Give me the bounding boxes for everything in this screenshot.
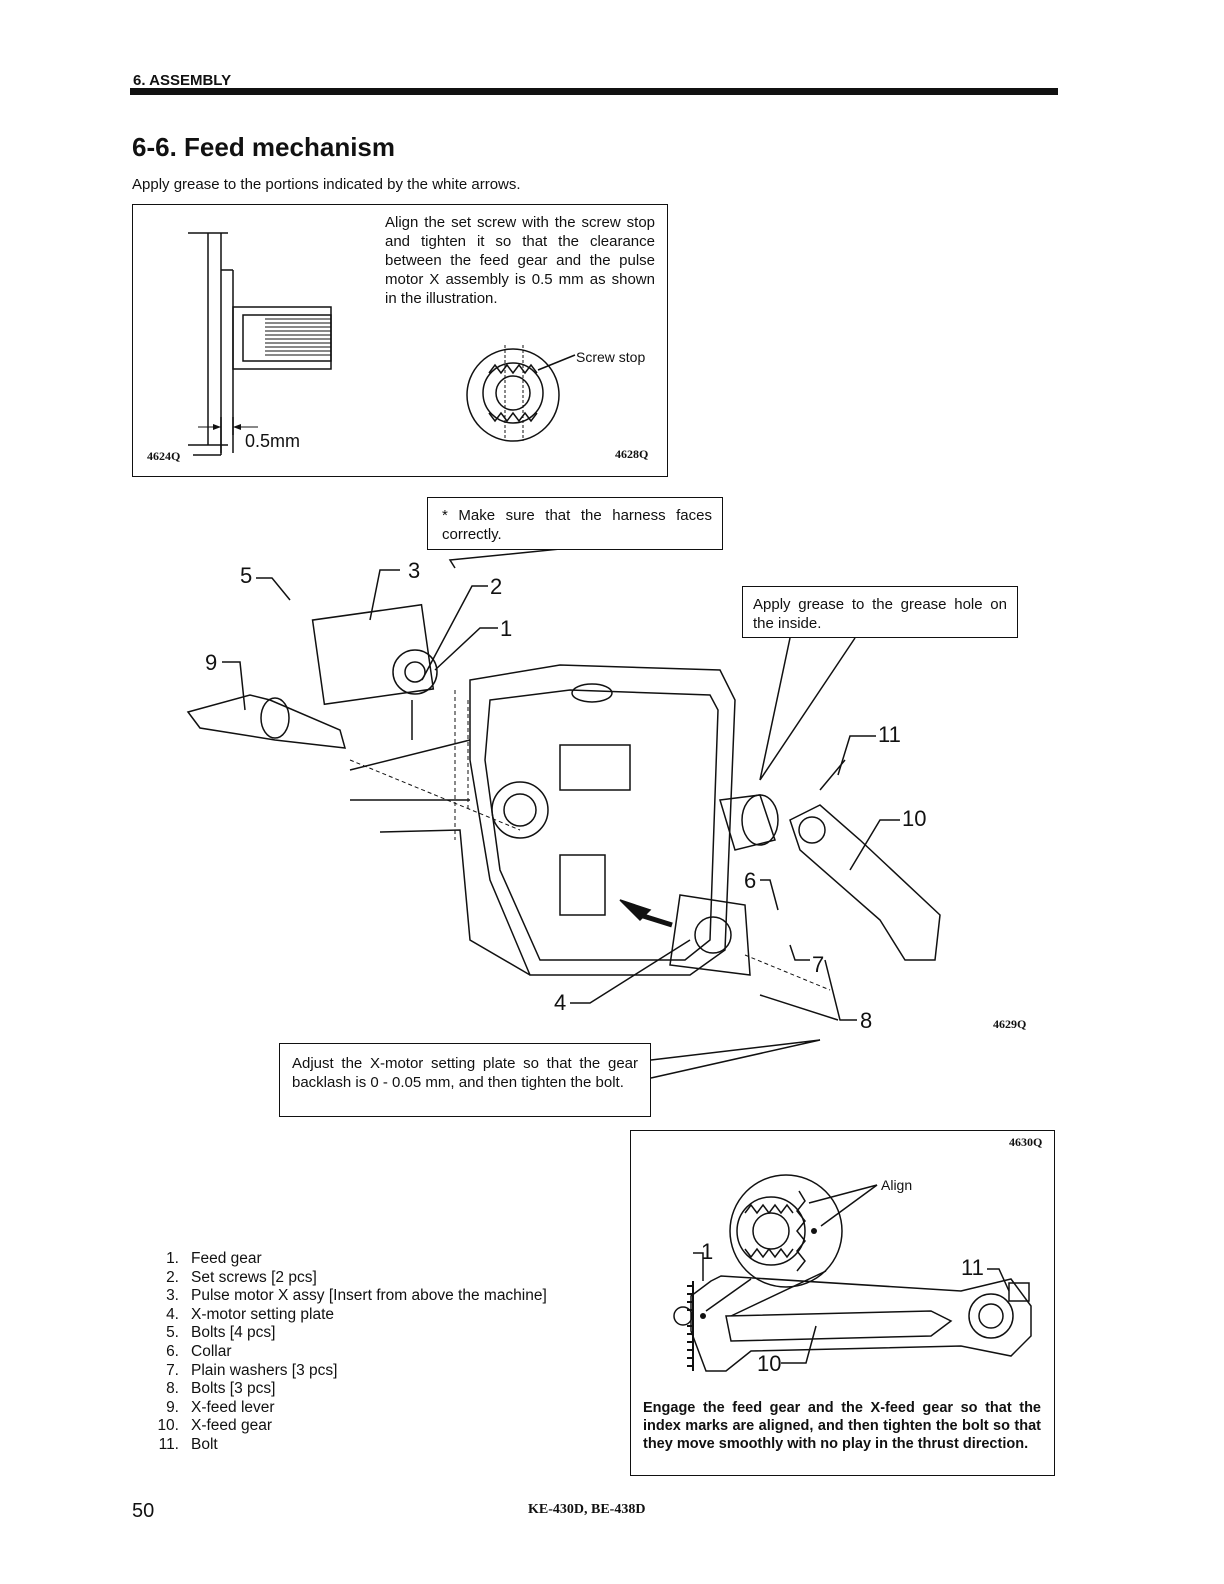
gear-engagement-illustration [673, 1174, 1032, 1372]
list-item: 1.Feed gear [166, 1250, 262, 1267]
main-figure-code: 4629Q [993, 1017, 1027, 1031]
callout-1: 1 [500, 616, 513, 641]
list-item: 8.Bolts [3 pcs] [166, 1380, 276, 1398]
list-item: 10.X-feed gear [157, 1417, 272, 1435]
top-figure-box: Align the set screw with the screw stop … [132, 204, 668, 477]
callout-11: 11 [878, 722, 901, 747]
header-rule [130, 88, 1058, 95]
dimension-label: 0.5mm [245, 431, 301, 451]
intro-text: Apply grease to the portions indicated b… [132, 176, 521, 193]
list-item: 9.X-feed lever [166, 1398, 275, 1416]
callout-10: 10 [902, 806, 927, 831]
list-item: 5.Bolts [4 pcs] [166, 1324, 276, 1342]
page-number: 50 [132, 1500, 155, 1522]
callout-8: 8 [860, 1008, 873, 1033]
left-figure-code: 4624Q [147, 449, 181, 463]
callout-7: 7 [812, 952, 825, 977]
screw-stop-label: Screw stop [576, 349, 646, 365]
align-label: Align [881, 1177, 913, 1193]
callout-5: 5 [240, 563, 253, 588]
bottom-callout-10: 10 [757, 1351, 782, 1376]
right-figure-code: 4628Q [615, 447, 649, 461]
bottom-callout-1: 1 [701, 1239, 714, 1264]
list-item: 11.Bolt [158, 1435, 218, 1453]
parts-list: 1.Feed gear 2.Set screws [2 pcs] 3.Pulse… [145, 1250, 547, 1455]
list-item: 7.Plain washers [3 pcs] [166, 1361, 338, 1379]
gear-engagement-instruction: Engage the feed gear and the X-feed gear… [643, 1400, 1041, 1452]
callout-4: 4 [554, 990, 567, 1015]
clearance-illustration [188, 232, 576, 456]
list-item: 6.Collar [166, 1342, 232, 1360]
list-item: 4.X-motor setting plate [166, 1305, 335, 1323]
callout-2: 2 [490, 574, 503, 599]
bottom-callout-11: 11 [961, 1255, 984, 1280]
gear-engagement-box: 4630Q Align 1 11 10 Engage the feed gear… [630, 1130, 1055, 1476]
harness-note: * Make sure that the harness faces corre… [427, 497, 723, 550]
list-item: 2.Set screws [2 pcs] [166, 1268, 317, 1286]
callout-6: 6 [744, 868, 757, 893]
list-item: 3.Pulse motor X assy [Insert from above … [166, 1287, 547, 1305]
backlash-note: Adjust the X-motor setting plate so that… [279, 1043, 651, 1117]
callout-9: 9 [205, 650, 218, 675]
top-instruction: Align the set screw with the screw stop … [385, 214, 655, 307]
callout-3: 3 [408, 558, 421, 583]
bottom-figure-code: 4630Q [1009, 1135, 1043, 1149]
section-label: 6. ASSEMBLY [133, 72, 232, 89]
grease-hole-note: Apply grease to the grease hole on the i… [742, 586, 1018, 638]
page-title: 6-6. Feed mechanism [132, 132, 395, 162]
model-name: KE-430D, BE-438D [528, 1502, 646, 1517]
